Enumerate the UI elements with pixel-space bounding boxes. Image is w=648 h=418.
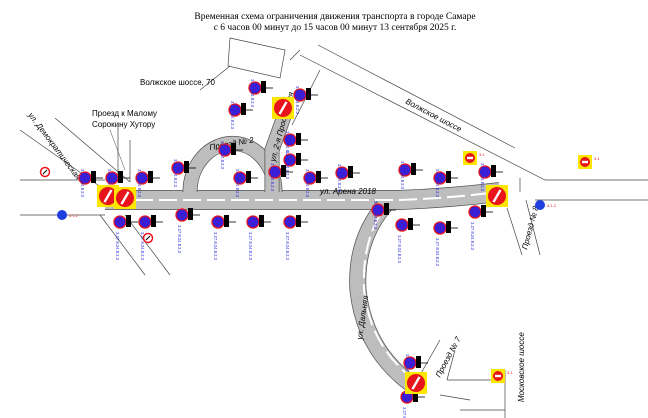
no-entry-sign: 3.1 bbox=[578, 155, 600, 169]
sign-codes: 3.27 8.24 8.2.3 bbox=[250, 79, 255, 108]
sign-codes: 3.27 8.24 8.2.3 bbox=[435, 238, 440, 267]
no-entry-sign bbox=[405, 372, 427, 394]
label-proezd-8: Проезд № 8 bbox=[520, 205, 540, 251]
no-parking-sign: 3.27 8.24 8.2.3 bbox=[371, 201, 396, 230]
sign-codes: 3.27 8.24 8.2.3 bbox=[235, 169, 240, 198]
no-parking-sign: 3.27 8.24 8.2.3 bbox=[248, 79, 273, 108]
label-volzhskoe-70: Волжское шоссе, 70 bbox=[140, 78, 216, 87]
no-parking-sign: 3.27 8.24 8.2.3 bbox=[283, 131, 308, 160]
label-volzhskoe: Волжское шоссе bbox=[404, 97, 464, 134]
sign-codes: 3.27 8.24 8.2.3 bbox=[173, 159, 178, 188]
sign-codes: 3.27 8.24 8.2.3 bbox=[295, 86, 300, 115]
sign-codes: 3.27 8.24 8.2.3 bbox=[285, 131, 290, 160]
no-parking-sign: 3.27 8.24 8.2.3 bbox=[433, 169, 458, 198]
no-turn-sign bbox=[142, 232, 154, 244]
label-arena: ул. Арена 2018 bbox=[319, 187, 377, 196]
sign-codes: 3.27 8.24 8.2.3 bbox=[400, 161, 405, 190]
no-parking-sign: 3.27 8.24 8.2.3 bbox=[78, 169, 103, 198]
sign-codes: 3.27 8.24 8.2.3 bbox=[405, 354, 410, 383]
sign-codes: 3.27 8.24 8.2.3 bbox=[230, 101, 235, 130]
sign-codes: 3.27 8.24 8.2.3 bbox=[285, 232, 290, 261]
sign-codes: 3.27 8.24 8.2.3 bbox=[305, 169, 310, 198]
no-parking-sign: 3.27 8.24 8.2.3 bbox=[113, 215, 138, 261]
sign-codes: 3.27 8.24 8.2.3 bbox=[115, 232, 120, 261]
sign-codes: 3.27 8.24 8.2.3 bbox=[107, 169, 112, 198]
label-moskovskoe: Московское шоссе bbox=[517, 332, 526, 402]
lane-markings bbox=[135, 192, 491, 379]
no-parking-sign: 3.27 8.24 8.2.3 bbox=[135, 169, 160, 198]
no-parking-sign: 3.27 8.24 8.2.3 bbox=[268, 163, 293, 192]
no-parking-sign: 3.27 8.24 8.2.3 bbox=[398, 161, 423, 190]
no-parking-sign: 3.27 8.24 8.2.3 bbox=[175, 208, 200, 254]
title-line-1: Временная схема ограничения движения тра… bbox=[194, 12, 476, 22]
no-entry-sign bbox=[486, 185, 508, 207]
sign-codes: 3.27 8.24 8.2.3 bbox=[270, 163, 275, 192]
no-parking-sign: 3.27 8.24 8.2.3 bbox=[283, 215, 308, 261]
no-parking-sign: 3.27 8.24 8.2.3 bbox=[303, 169, 328, 198]
no-parking-sign: 3.27 8.24 8.2.3 bbox=[433, 221, 458, 267]
no-entry-sign bbox=[272, 97, 294, 119]
road-signs: 3.27 8.24 8.2.3 3.27 8.24 8.2.3 3.27 8.24 … bbox=[39, 79, 600, 418]
sign-codes: 3.27 8.24 8.2.3 bbox=[220, 141, 225, 170]
title-line-2: с 6 часов 00 минут до 15 часов 00 минут … bbox=[213, 23, 457, 33]
sign-code: 3.1 bbox=[594, 156, 600, 161]
sign-codes: 3.27 8.24 8.2.3 bbox=[373, 201, 378, 230]
map-title: Временная схема ограничения движения тра… bbox=[150, 12, 520, 34]
label-proezd-7: Проезд № 7 bbox=[434, 335, 463, 379]
detour-sign: 4.1.2 bbox=[535, 200, 557, 210]
sign-codes: 3.27 8.24 8.2.3 bbox=[470, 222, 475, 251]
detour-sign: 4.1.2 bbox=[57, 210, 79, 220]
no-parking-sign: 3.27 8.24 8.2.3 bbox=[335, 164, 360, 193]
no-parking-sign: 3.27 8.24 8.2.3 bbox=[468, 205, 493, 251]
no-parking-sign: 3.27 8.24 8.2.3 bbox=[233, 169, 258, 198]
label-proezd-khutor-1: Проезд к Малому bbox=[92, 109, 157, 118]
no-parking-sign: 3.27 8.24 8.2.3 bbox=[105, 169, 130, 198]
sign-code: 3.1 bbox=[479, 152, 485, 157]
sign-codes: 3.27 8.24 8.2.3 bbox=[480, 163, 485, 192]
street-outlines bbox=[19, 37, 648, 418]
no-parking-sign: 3.27 8.24 8.2.3 bbox=[395, 218, 420, 264]
sign-codes: 3.27 8.24 8.2.3 bbox=[402, 407, 407, 418]
sign-code: 3.1 bbox=[507, 370, 513, 375]
no-parking-sign: 3.27 8.24 8.2.3 bbox=[283, 151, 308, 180]
no-parking-sign: 3.27 8.24 8.2.3 bbox=[138, 215, 163, 261]
label-demokraticheskaya: ул. Демократическая bbox=[26, 110, 83, 182]
no-parking-sign: 3.27 8.24 8.2.3 bbox=[400, 390, 425, 418]
no-parking-sign: 3.27 8.24 8.2.3 bbox=[171, 159, 196, 188]
no-entry-sign: 3.1 bbox=[463, 151, 485, 165]
sign-codes: 3.27 8.24 8.2.3 bbox=[213, 232, 218, 261]
no-entry-sign bbox=[97, 185, 119, 207]
sign-codes: 3.27 8.24 8.2.3 bbox=[435, 169, 440, 198]
label-proezd-khutor-2: Сорокину Хутору bbox=[92, 120, 155, 129]
sign-codes: 3.27 8.24 8.2.3 bbox=[80, 169, 85, 198]
no-entry-sign: 3.1 bbox=[491, 369, 513, 383]
no-parking-sign: 3.27 8.24 8.2.3 bbox=[211, 215, 236, 261]
sign-code: 4.1.2 bbox=[547, 203, 557, 208]
sign-code: 4.1.2 bbox=[69, 213, 79, 218]
sign-codes: 3.27 8.24 8.2.3 bbox=[397, 235, 402, 264]
sign-codes: 3.27 8.24 8.2.3 bbox=[248, 232, 253, 261]
no-parking-sign: 3.27 8.24 8.2.3 bbox=[228, 101, 253, 130]
no-entry-sign bbox=[114, 187, 136, 209]
sign-codes: 3.27 8.24 8.2.3 bbox=[137, 169, 142, 198]
no-parking-sign: 3.27 8.24 8.2.3 bbox=[403, 354, 428, 383]
sign-codes: 3.27 8.24 8.2.3 bbox=[285, 151, 290, 180]
sign-codes: 3.27 8.24 8.2.3 bbox=[337, 164, 342, 193]
sign-codes: 3.27 8.24 8.2.3 bbox=[140, 232, 145, 261]
no-parking-sign: 3.27 8.24 8.2.3 bbox=[218, 141, 243, 170]
street-labels: Волжское шоссе, 70 Проезд к Малому Сорок… bbox=[26, 78, 541, 402]
no-parking-sign: 3.27 8.24 8.2.3 bbox=[478, 163, 503, 192]
sign-codes: 3.27 8.24 8.2.3 bbox=[177, 225, 182, 254]
no-turn-sign bbox=[39, 166, 51, 178]
no-parking-sign: 3.27 8.24 8.2.3 bbox=[246, 215, 271, 261]
no-parking-sign: 3.27 8.24 8.2.3 bbox=[293, 86, 318, 115]
